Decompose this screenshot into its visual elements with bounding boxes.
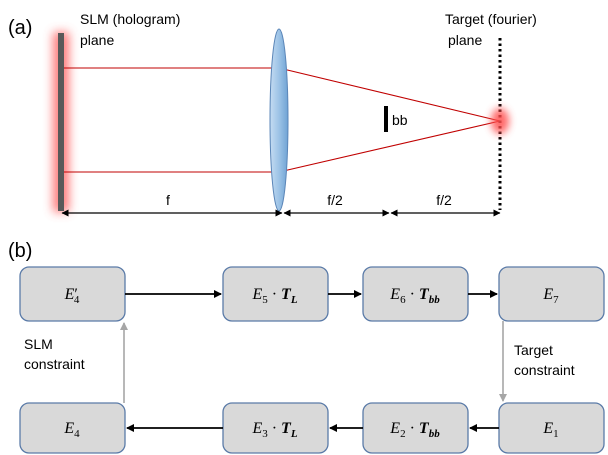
node-e7: E7 [498, 266, 605, 322]
beam-block [384, 106, 388, 132]
node-e1: E1 [498, 402, 605, 454]
svg-text:E7: E7 [542, 286, 559, 306]
node-e5-tl: E5 · TL [222, 266, 329, 322]
dim-label-half-2: f/2 [436, 192, 452, 208]
svg-text:E1: E1 [542, 420, 558, 440]
slm-plane-label-line2: plane [80, 32, 114, 48]
dim-label-f: f [166, 192, 170, 208]
node-e3-tl: E3 · TL [222, 402, 329, 454]
beam-lower-converging [278, 120, 501, 173]
slm-constraint-line2: constraint [24, 356, 85, 372]
svg-text:E5 · TL: E5 · TL [251, 286, 297, 306]
slm-plane-label-line1: SLM (hologram) [80, 11, 180, 27]
node-e2-tbb: E2 · Tbb [362, 402, 469, 454]
node-e4-prime: E′4 [19, 266, 126, 322]
node-e4: E4 [19, 402, 126, 454]
target-constraint-line2: constraint [514, 362, 575, 378]
svg-text:E3 · TL: E3 · TL [251, 420, 297, 440]
laser-beam [64, 67, 501, 173]
svg-text:E2 · Tbb: E2 · Tbb [389, 420, 440, 440]
beam-upper-converging [278, 67, 501, 122]
svg-text:E6 · Tbb: E6 · Tbb [389, 286, 440, 306]
constraint-arrows [120, 321, 507, 403]
focal-spot [491, 108, 509, 134]
target-constraint-line1: Target [514, 342, 553, 358]
panel-b-label: (b) [8, 240, 32, 262]
dim-label-half-1: f/2 [327, 192, 343, 208]
slm-constraint-line1: SLM [24, 336, 53, 352]
beam-block-label: bb [392, 112, 408, 128]
target-plane-label-line2: plane [448, 32, 482, 48]
panel-a-label: (a) [8, 17, 32, 39]
svg-text:E4: E4 [63, 420, 80, 440]
target-plane-label-line1: Target (fourier) [445, 11, 537, 27]
lens [269, 28, 289, 212]
slm-bar [58, 33, 64, 211]
slm-plane [53, 32, 69, 212]
svg-text:E′4: E′4 [64, 286, 80, 306]
node-e6-tbb: E6 · Tbb [362, 266, 469, 322]
